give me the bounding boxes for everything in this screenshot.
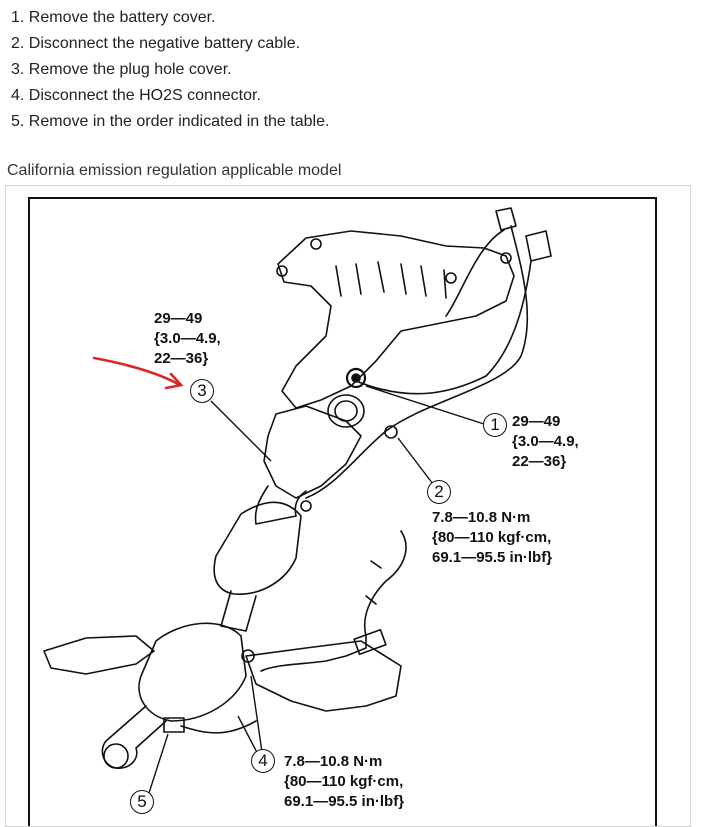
callout-4-torque: 7.8—10.8 N·m {80—110 kgf·cm, 69.1—95.5 i… <box>284 753 405 810</box>
exhaust-manifold <box>277 230 515 409</box>
manifold-bolt <box>445 272 457 284</box>
callout-4-number: 4 <box>251 749 275 773</box>
figure-caption: California emission regulation applicabl… <box>7 162 342 179</box>
front-catalytic-converter <box>263 405 362 499</box>
lower-heat-shield-right <box>245 640 402 712</box>
red-pointer-arrow <box>92 356 184 390</box>
step-3: 3. Remove the plug hole cover. <box>11 61 232 78</box>
rear-ho2s-connector <box>353 628 387 656</box>
resonator <box>213 501 302 595</box>
ho2s-harness-lower <box>260 530 407 672</box>
diagram-frame <box>28 197 657 826</box>
lower-heat-shield-left <box>43 635 155 675</box>
manifold-bolt <box>276 265 288 277</box>
instruction-steps: 1. Remove the battery cover. 2. Disconne… <box>11 5 329 135</box>
ho2s-wire-upper <box>355 229 532 395</box>
converter-bolt <box>384 425 398 439</box>
ho2s-harness-upper <box>495 207 552 262</box>
mid-pipe <box>220 590 257 632</box>
manifold-bolt <box>310 238 322 250</box>
callout-1-number: 1 <box>483 413 507 437</box>
exhaust-system-illustration <box>28 197 657 826</box>
callout-3-torque: 29—49 {3.0—4.9, 22—36} <box>154 310 221 367</box>
leader-lines <box>147 385 485 797</box>
rear-catalytic-converter <box>138 622 247 722</box>
callout-5-number: 5 <box>130 790 154 814</box>
manifold-bolt <box>500 252 512 264</box>
rear-ho2s <box>163 717 185 733</box>
step-2: 2. Disconnect the negative battery cable… <box>11 35 301 52</box>
front-ho2s <box>345 367 367 389</box>
callout-3-number: 3 <box>190 379 214 403</box>
step-1: 1. Remove the battery cover. <box>11 9 216 26</box>
step-4: 4. Disconnect the HO2S connector. <box>11 87 261 104</box>
callout-2-torque: 7.8—10.8 N·m {80—110 kgf·cm, 69.1—95.5 i… <box>432 509 553 566</box>
ho2s-wire-upper-2 <box>305 225 529 499</box>
callout-1-torque: 29—49 {3.0—4.9, 22—36} <box>512 413 579 470</box>
exhaust-diagram-figure: 3 29—49 {3.0—4.9, 22—36} 1 29—49 {3.0—4.… <box>5 185 691 827</box>
flange-gasket <box>327 394 365 428</box>
front-pipe <box>254 485 307 525</box>
step-5: 5. Remove in the order indicated in the … <box>11 113 330 130</box>
manifold-ribs <box>335 261 447 299</box>
callout-2-number: 2 <box>427 480 451 504</box>
